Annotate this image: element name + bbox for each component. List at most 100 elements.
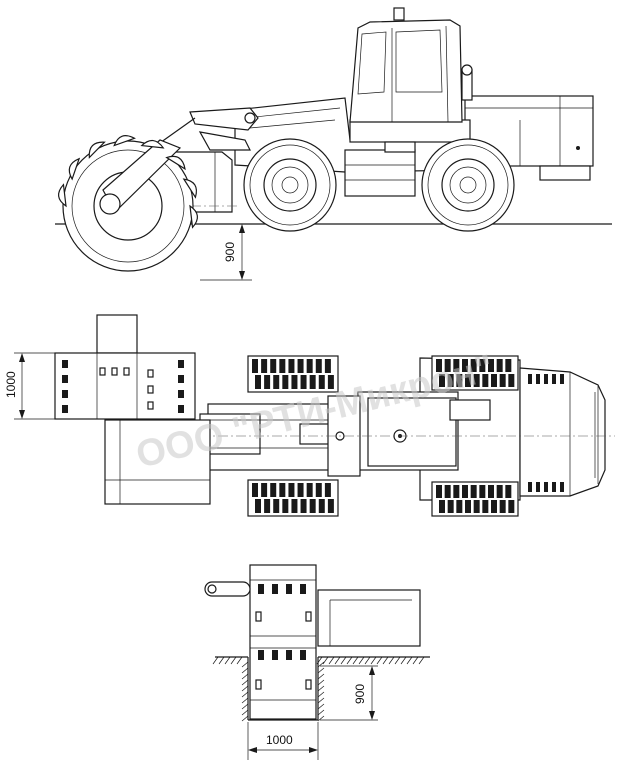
tread-block	[505, 359, 512, 372]
front-slot	[255, 611, 262, 622]
tread-block	[444, 485, 451, 498]
hatch-line	[212, 656, 219, 665]
vent-slot	[544, 374, 548, 384]
front-width-dimension: 1000	[247, 722, 319, 760]
vent-slot	[544, 482, 548, 492]
front-slot	[258, 650, 264, 660]
hatch-line	[230, 656, 237, 665]
hatch-line	[334, 656, 341, 665]
tread-block	[436, 359, 442, 372]
hatch-line	[224, 656, 231, 665]
tread-block	[282, 499, 289, 513]
tire-treads	[252, 359, 515, 513]
hatch-line	[382, 656, 389, 665]
hatch-line	[241, 661, 249, 668]
tread-block	[447, 374, 454, 387]
tread-block	[270, 483, 277, 497]
hatch-line	[317, 661, 325, 668]
tread-block	[462, 485, 468, 498]
tread-block	[306, 359, 313, 373]
wheel-tooth	[113, 135, 136, 147]
top-cutter	[54, 314, 211, 505]
tread-block	[324, 359, 331, 373]
hatch-line	[241, 697, 249, 704]
tread-block	[436, 485, 442, 498]
top-cab	[357, 391, 491, 471]
tread-block	[462, 359, 468, 372]
tread-block	[473, 500, 480, 513]
hatch-line	[322, 656, 329, 665]
hatch-line	[317, 691, 325, 698]
cutter-slots	[62, 360, 184, 413]
hatch-line	[317, 715, 325, 722]
hatch-line	[376, 656, 383, 665]
tread-block	[479, 359, 486, 372]
tread-block	[327, 499, 334, 513]
tread-block	[508, 500, 515, 513]
hatch-line	[317, 703, 325, 710]
front-slot	[272, 584, 278, 594]
cutter-slot	[62, 375, 68, 383]
front-depth-dimension: 900	[320, 665, 378, 721]
tread-block	[306, 483, 313, 497]
front-slot	[305, 611, 312, 622]
cutter-slot	[178, 375, 184, 383]
tread-block	[453, 359, 460, 372]
tread-block	[279, 483, 286, 497]
front-wheel	[243, 138, 337, 232]
front-view: 900 1000	[204, 564, 430, 760]
tread-block	[499, 500, 506, 513]
cutter-slot	[62, 390, 68, 398]
tread-block	[252, 483, 258, 497]
hatch-line	[412, 656, 419, 665]
tread-block	[300, 499, 307, 513]
tread-block	[488, 359, 494, 372]
top-frame	[199, 395, 615, 477]
tread-block	[261, 483, 268, 497]
cutter-slot	[99, 367, 106, 376]
hatch-line	[236, 656, 243, 665]
tread-block	[496, 359, 503, 372]
vent-slot	[528, 482, 532, 492]
wheel-tooth	[140, 139, 165, 149]
front-slot	[300, 650, 306, 660]
cabin	[349, 7, 473, 123]
hatch-line	[241, 709, 249, 716]
tread-block	[255, 499, 261, 513]
front-slot	[286, 584, 292, 594]
front-width-label: 1000	[266, 733, 293, 747]
wheel-tooth	[182, 178, 197, 199]
hatch-line	[241, 715, 249, 722]
hatch-line	[317, 667, 325, 674]
tread-block	[482, 500, 489, 513]
hatch-line	[406, 656, 413, 665]
hatch-line	[317, 673, 325, 680]
front-slot	[272, 650, 278, 660]
cutter-slot	[147, 385, 154, 394]
front-slot	[255, 679, 262, 690]
tread-block	[273, 375, 280, 389]
chassis-mid	[344, 141, 416, 197]
hatch-line	[241, 667, 249, 674]
tread-block	[291, 499, 298, 513]
hatch-line	[317, 709, 325, 716]
cutting-wheel	[62, 139, 194, 272]
top-view: 1000 ООО "РТИ-Микрон"	[4, 314, 615, 517]
tread-block	[264, 499, 271, 513]
hatch-line	[241, 691, 249, 698]
top-width-label: 1000	[4, 371, 18, 398]
hatch-line	[400, 656, 407, 665]
vent-slot	[536, 374, 540, 384]
tread-block	[491, 500, 497, 513]
tread-block	[327, 375, 334, 389]
hatch-line	[346, 656, 353, 665]
hatch-line	[317, 685, 325, 692]
wheel-teeth	[58, 135, 198, 229]
cutter-slot	[111, 367, 118, 376]
wheel-tooth	[68, 157, 81, 181]
tread-block	[496, 485, 503, 498]
vent-slot	[552, 482, 556, 492]
tread-block	[270, 359, 277, 373]
vent-slot	[560, 374, 564, 384]
